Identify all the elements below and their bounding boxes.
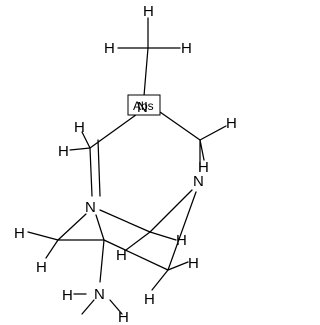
hydrogen-label: H [116, 247, 127, 264]
hydrogen-labels: H H H H H H H H H H H H H H H [14, 3, 237, 325]
bond-n-top-chain-down [97, 139, 101, 197]
bond-ch2-bottom-left-h-left [27, 231, 59, 241]
bond-methyl-c-to-c [143, 47, 149, 97]
atom-labels: Abs N N N N [85, 94, 204, 303]
bond-ch2-bottom-right-h-right [167, 261, 189, 271]
bond-n-left-to-ch2-bottom-left [57, 213, 87, 241]
bond-ch2-left-h-up [81, 131, 91, 149]
hydrogen-label: H [226, 115, 237, 132]
hydrogen-label: H [176, 232, 187, 249]
bond-c-amino-to-ch2-bottom-right [103, 239, 169, 271]
bond-cap-h-right [149, 231, 177, 241]
molecule-structure: Abs N N N N H H H H H H H H H H H H H H … [14, 3, 237, 325]
bond-ch2-left-to-n-left [89, 147, 93, 197]
bond-ch2-left-h-left [69, 147, 91, 151]
bond-cap-h-left [125, 231, 151, 251]
bond-n-left-to-cap [99, 209, 151, 233]
hydrogen-label: H [62, 287, 73, 304]
hydrogen-label: H [58, 143, 69, 160]
nitrogen-right-label: N [193, 173, 204, 190]
bond-ch2-right-h-right [199, 125, 227, 141]
nitrogen-left-label: N [85, 199, 96, 216]
bond-c-amino-to-n-left-chain [95, 214, 105, 241]
stereo-abs-label: Abs [133, 99, 154, 113]
hydrogen-label: H [36, 259, 47, 276]
hydrogen-label: H [188, 255, 199, 272]
bond-n-right-to-ch2-bottom-right [167, 191, 197, 271]
bond-ch2-bottom-left-h-down [45, 239, 59, 259]
bond-n-right-to-cap [149, 189, 193, 233]
bond-ch2-right-h-down [199, 139, 205, 161]
hydrogen-label: H [104, 40, 115, 57]
bond-ch2-bottom-right-h-down [151, 269, 169, 291]
nitrogen-top-label: N [137, 99, 148, 116]
bond-nh2-h1 [81, 299, 95, 315]
hydrogen-label: H [143, 3, 154, 20]
nitrogen-amino-label: N [94, 286, 105, 303]
hydrogen-label: H [144, 291, 155, 308]
hydrogen-label: H [181, 40, 192, 57]
bond-nh2-h2 [109, 299, 123, 315]
bonds [27, 17, 227, 315]
hydrogen-label: H [14, 225, 25, 242]
hydrogen-label: H [198, 159, 209, 176]
hydrogen-label: H [74, 119, 85, 136]
bond-n-top-to-ch2-right [159, 111, 201, 141]
abs-flag-box [127, 94, 161, 116]
bond-c-amino-to-nh2 [99, 239, 105, 283]
hydrogen-label: H [118, 309, 129, 325]
